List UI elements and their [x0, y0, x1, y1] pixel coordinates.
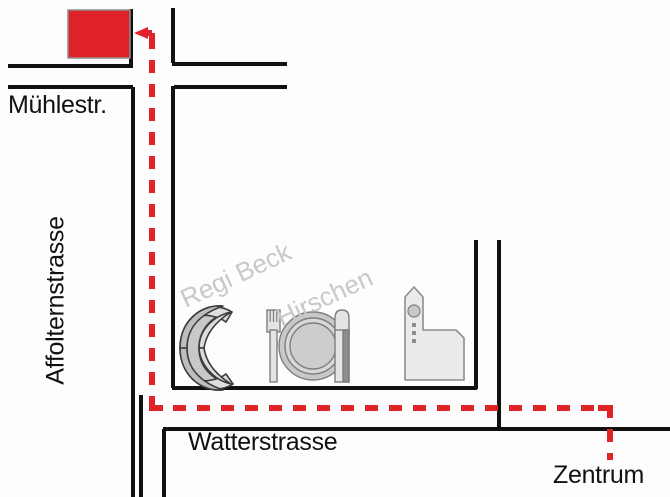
plate-icon: [278, 311, 348, 381]
arrow-left-icon: [134, 27, 155, 44]
destination-building-marker[interactable]: [67, 9, 131, 59]
knife-icon: [334, 309, 350, 383]
route-corner-joints: [149, 398, 613, 418]
street-label-muehlestr: Mühlestr.: [8, 91, 107, 119]
route-corner-southeast: [598, 405, 613, 418]
route-path: [149, 36, 613, 460]
street-label-watterstrasse: Watterstrasse: [188, 428, 338, 456]
church-clock-icon: [407, 304, 421, 318]
plate-fork-knife-icon: [266, 309, 350, 383]
street-label-zentrum: Zentrum: [553, 461, 644, 489]
church-icon: [404, 286, 465, 381]
croissant-icon: [179, 305, 234, 391]
street-label-affolternstrasse: Affolternstrasse: [41, 216, 70, 385]
road-network: [8, 8, 670, 497]
route-corner-southwest: [149, 398, 163, 411]
fork-icon: [266, 309, 281, 383]
